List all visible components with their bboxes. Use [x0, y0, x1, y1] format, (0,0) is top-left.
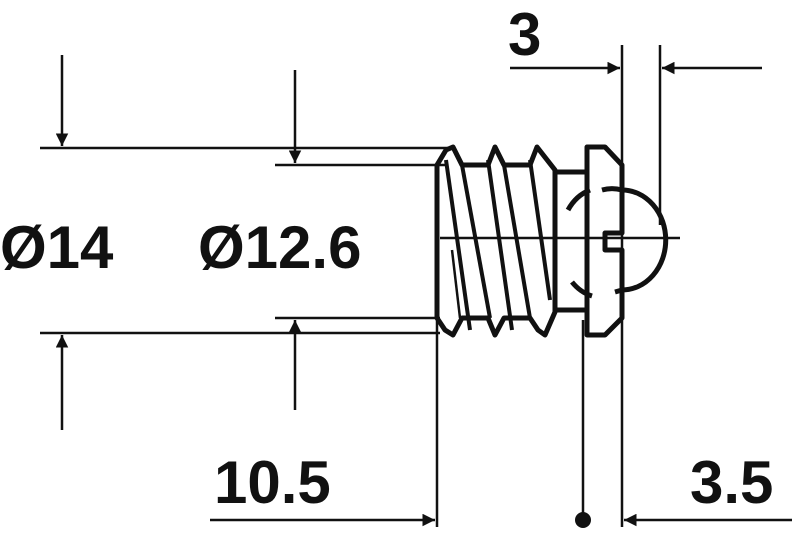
extension-lines — [40, 45, 662, 527]
flange-width-label: 3 — [508, 1, 541, 68]
length-label: 10.5 — [214, 449, 331, 516]
ball-projection-label: 3.5 — [690, 449, 773, 516]
dot-marker-icon — [575, 512, 591, 528]
threaded-ball-catch-part — [434, 144, 680, 338]
dimension-arrows — [55, 55, 792, 528]
inner-diameter-label: Ø12.6 — [198, 214, 361, 281]
outer-diameter-label: Ø14 — [0, 214, 114, 281]
